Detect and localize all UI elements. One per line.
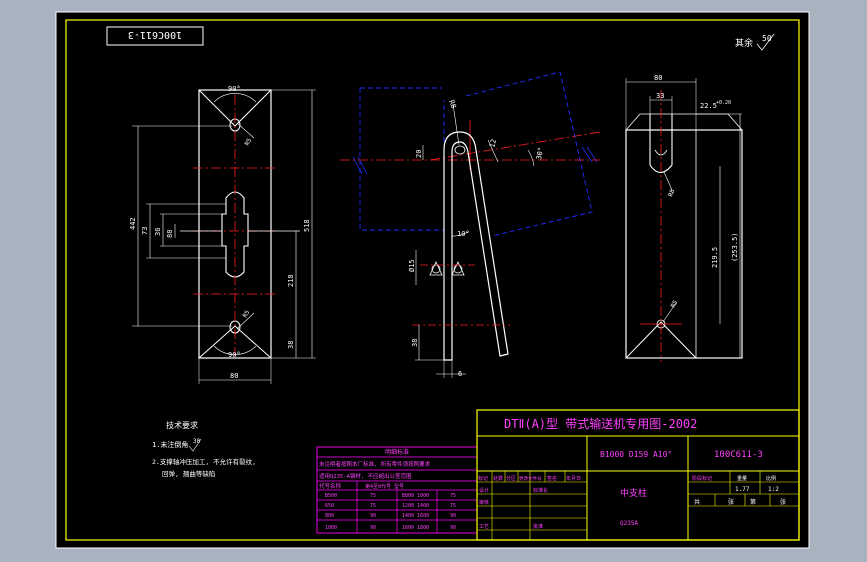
mid-dim-38: 38 (411, 339, 419, 347)
drawing-frame (65, 19, 800, 541)
svg-text:90: 90 (370, 525, 376, 531)
mid-dim-12: 12 (488, 138, 498, 148)
drawing-code: 100C611-3 (714, 450, 763, 460)
drawing-number-mirrored: 100C611-3 (128, 29, 182, 40)
right-dim-33: 33 (656, 92, 664, 100)
drawing-title: DTⅡ(A)型 带式输送机专用图-2002 (504, 416, 697, 431)
svg-text:75: 75 (450, 493, 456, 499)
right-view: 80 33 22.5 +0.20 R8 219.5 (253.5) R5 (625, 74, 743, 362)
svg-text:1200 1400: 1200 1400 (402, 503, 429, 509)
svg-text:其余: 其余 (735, 37, 753, 49)
svg-text:回弹, 翘曲等缺陷: 回弹, 翘曲等缺陷 (162, 469, 215, 478)
svg-text:签名: 签名 (547, 475, 557, 482)
svg-text:800: 800 (325, 513, 334, 519)
revision-grid: 标记 处数 分区 更改文件号 签名 年月日 设计 审核 工艺 标准化 批准 (477, 471, 587, 540)
mid-dim-20: 20 (415, 150, 423, 158)
right-dim-22-5: 22.5 (700, 102, 717, 110)
drawing-spec: B1000 D159 A10° (600, 450, 672, 459)
svg-text:75: 75 (450, 503, 456, 509)
svg-text:75: 75 (370, 493, 376, 499)
middle-view: R8 20 12 30° 10° Ø15 38 6 (340, 71, 601, 378)
svg-text:处数: 处数 (493, 475, 503, 482)
right-dim-219-5: 219.5 (711, 247, 719, 268)
svg-text:批准: 批准 (533, 523, 543, 530)
svg-text:标准化: 标准化 (533, 487, 548, 494)
right-dim-r8: R8 (667, 188, 676, 198)
svg-text:第4至9代号 型号: 第4至9代号 型号 (365, 483, 404, 490)
svg-text:1600 1800: 1600 1800 (402, 525, 429, 531)
svg-text:90: 90 (450, 525, 456, 531)
left-dim-518: 518 (303, 219, 311, 232)
weight-value: 1.77 (735, 486, 750, 493)
svg-text:代号名称: 代号名称 (319, 482, 342, 490)
part-name: 中支柱 (620, 487, 647, 499)
left-dim-442: 442 (129, 217, 137, 230)
svg-text:50: 50 (762, 34, 772, 43)
svg-text:审核: 审核 (479, 499, 489, 506)
svg-text:B800 1000: B800 1000 (402, 493, 429, 499)
svg-text:工艺: 工艺 (479, 524, 489, 530)
svg-text:1400 1600: 1400 1600 (402, 513, 429, 519)
svg-text:90: 90 (450, 513, 456, 519)
svg-text:650: 650 (325, 503, 334, 509)
svg-text:阶段标记: 阶段标记 (692, 475, 712, 482)
svg-text:比例: 比例 (766, 475, 776, 482)
svg-text:明细标准: 明细标准 (385, 448, 409, 456)
svg-text:90: 90 (370, 513, 376, 519)
svg-text:标记: 标记 (478, 475, 488, 482)
right-dim-80: 80 (654, 74, 662, 82)
left-view: 90° 442 73 36 88 518 218 38 90° 80 R5 R5 (129, 85, 316, 384)
left-dim-r5-top: R5 (244, 137, 254, 147)
svg-text:设计: 设计 (479, 487, 489, 494)
svg-text:B500: B500 (325, 493, 337, 499)
left-dim-36: 36 (154, 228, 162, 236)
svg-text:1.未注倒角: 1.未注倒角 (152, 440, 188, 449)
material-table-rows: B500 75 B800 1000 75 650 75 1200 1400 75… (325, 493, 456, 531)
svg-text:共: 共 (694, 498, 700, 506)
weight-scale-grid: 阶段标记 重量 比例 1.77 1:2 共 张 第 张 (688, 471, 799, 507)
left-dim-73: 73 (141, 227, 149, 235)
left-dim-38: 38 (287, 341, 295, 349)
svg-text:重量: 重量 (737, 475, 747, 482)
mid-dim-6: 6 (458, 370, 462, 378)
right-dim-tolerance: +0.20 (716, 100, 731, 106)
mid-dim-d15: Ø15 (408, 259, 416, 272)
svg-text:分区: 分区 (506, 475, 516, 482)
scale-value: 1:2 (768, 486, 779, 493)
svg-text:第: 第 (750, 498, 756, 506)
svg-text:未注明者按照本厂标准, 所有零件须按照要求: 未注明者按照本厂标准, 所有零件须按照要求 (319, 460, 431, 468)
svg-text:更改文件号: 更改文件号 (519, 475, 542, 482)
left-dim-angle-bottom: 90° (228, 351, 241, 359)
right-dim-253-5: (253.5) (731, 232, 739, 262)
left-dim-r5-bottom: R5 (242, 309, 252, 319)
technical-requirements: 技术要求 1.未注倒角 30 2.支撑轴冲压加工, 不允许有裂纹, 回弹, 翘曲… (152, 420, 256, 478)
svg-text:1000: 1000 (325, 525, 337, 531)
title-block: 标记 处数 分区 更改文件号 签名 年月日 设计 审核 工艺 标准化 批准 阶段… (476, 409, 800, 541)
svg-text:张: 张 (728, 498, 734, 506)
part-material: Q235A (620, 520, 638, 527)
left-dim-88: 88 (166, 230, 174, 238)
svg-text:30: 30 (193, 438, 201, 445)
mid-dim-30deg: 30° (535, 146, 545, 160)
left-dim-80: 80 (230, 372, 238, 380)
left-dim-218: 218 (287, 274, 295, 287)
right-dim-r5: R5 (670, 299, 680, 309)
svg-text:技术要求: 技术要求 (166, 420, 198, 430)
left-dim-angle-top: 90° (228, 85, 241, 93)
material-table: 明细标准 未注明者按照本厂标准, 所有零件须按照要求 适用Q235-A钢材, 不… (316, 446, 478, 534)
mid-dim-10deg: 10° (457, 230, 470, 238)
svg-text:2.支撑轴冲压加工, 不允许有裂纹,: 2.支撑轴冲压加工, 不允许有裂纹, (152, 457, 256, 466)
drawing-number-box: 100C611-3 (106, 26, 204, 46)
mid-dim-r8: R8 (447, 99, 457, 110)
svg-text:适用Q235-A钢材, 不应超出公差范围: 适用Q235-A钢材, 不应超出公差范围 (319, 472, 412, 480)
svg-text:年月日: 年月日 (566, 475, 581, 482)
drawing-sheet (55, 11, 810, 549)
svg-text:75: 75 (370, 503, 376, 509)
svg-text:张: 张 (780, 498, 786, 506)
roughness-symbol: 其余 50 (735, 33, 775, 51)
